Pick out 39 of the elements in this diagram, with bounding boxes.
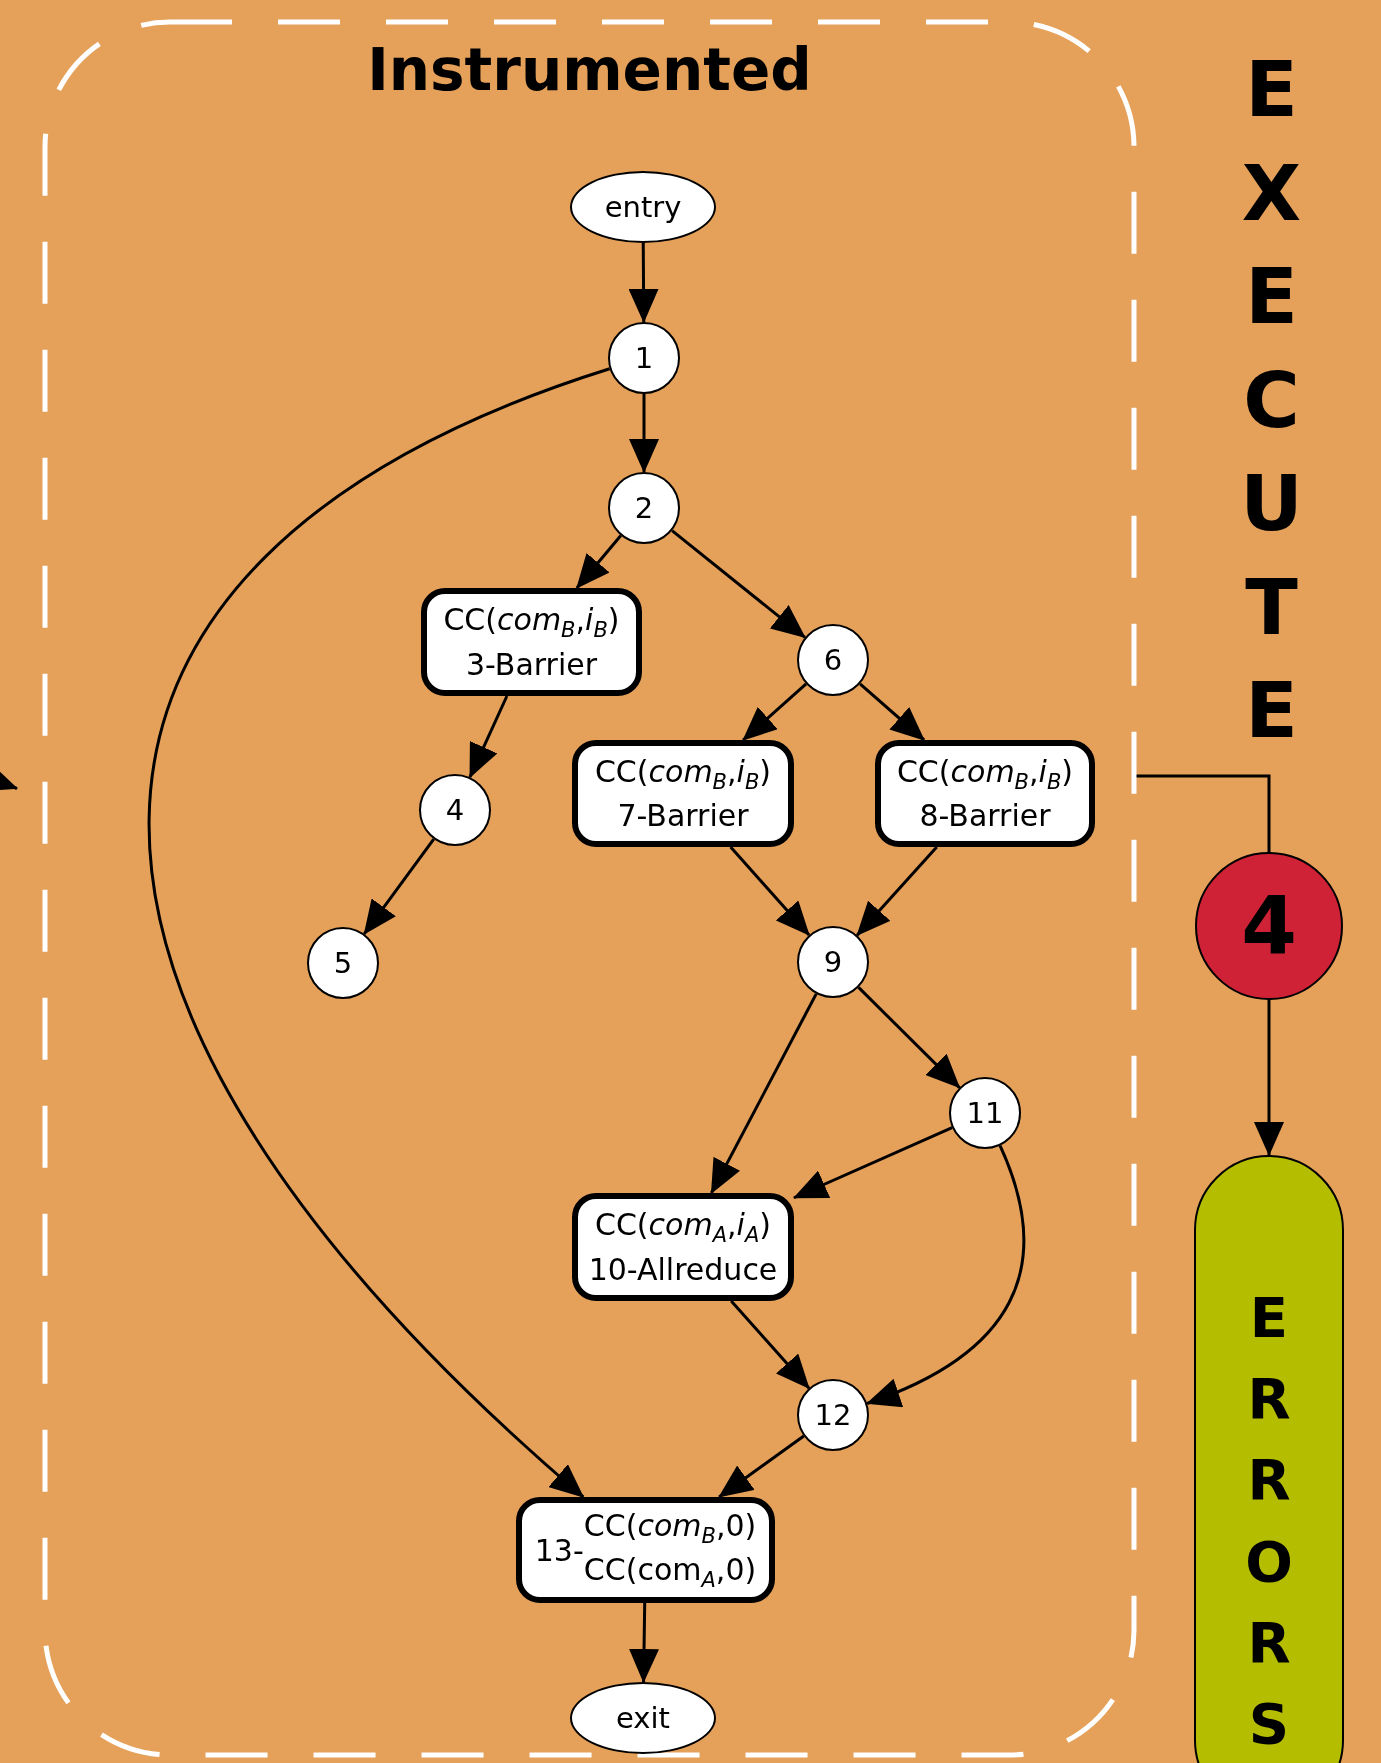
arrow <box>710 993 818 1194</box>
node-circle: 5 <box>307 927 379 999</box>
node-circle: 11 <box>949 1077 1021 1149</box>
arrow <box>468 695 509 779</box>
arrow <box>629 1602 660 1683</box>
arrow <box>629 394 659 473</box>
arrow <box>866 1145 1026 1406</box>
arrow <box>730 1300 811 1390</box>
node-circle: 2 <box>608 472 680 544</box>
arrow <box>793 1126 953 1200</box>
node-circle: 12 <box>797 1379 869 1451</box>
arrow <box>671 529 806 639</box>
arrow <box>575 534 622 589</box>
arrow <box>628 243 659 323</box>
arrow <box>147 367 611 1499</box>
process-box: 13- CC(com$_{B}$,0) CC(com$_{A}$,0) <box>516 1497 775 1603</box>
arrow <box>857 986 961 1089</box>
node-circle: 4 <box>419 774 491 846</box>
terminal-ellipse: exit <box>570 1682 716 1754</box>
terminal-ellipse: entry <box>570 171 716 243</box>
arrow <box>856 846 938 937</box>
arrow <box>718 1434 805 1499</box>
process-box: CC(com$_{B}$,i$_{B}$) 8-Barrier <box>875 740 1095 847</box>
vertical-label: EXECUTE <box>1239 44 1304 758</box>
process-box: CC(com$_{A}$,i$_{A}$) 10-Allreduce <box>572 1193 794 1301</box>
arrow <box>729 846 811 937</box>
arrow <box>1254 1000 1284 1156</box>
arrow <box>859 682 926 742</box>
process-box: CC(com$_{B}$,i$_{B}$) 3-Barrier <box>421 588 642 696</box>
process-box: CC(com$_{B}$,i$_{B}$) 7-Barrier <box>572 740 794 847</box>
errors-pill: ERRORS <box>1194 1155 1344 1763</box>
arrow <box>742 682 808 742</box>
node-circle: 1 <box>608 322 680 394</box>
region-title: Instrumented <box>366 36 813 104</box>
connector-line <box>1134 774 1271 852</box>
step-number-circle: 4 <box>1195 852 1343 1000</box>
node-circle: 9 <box>797 926 869 998</box>
node-circle: 6 <box>797 624 869 696</box>
arrow <box>363 838 435 935</box>
